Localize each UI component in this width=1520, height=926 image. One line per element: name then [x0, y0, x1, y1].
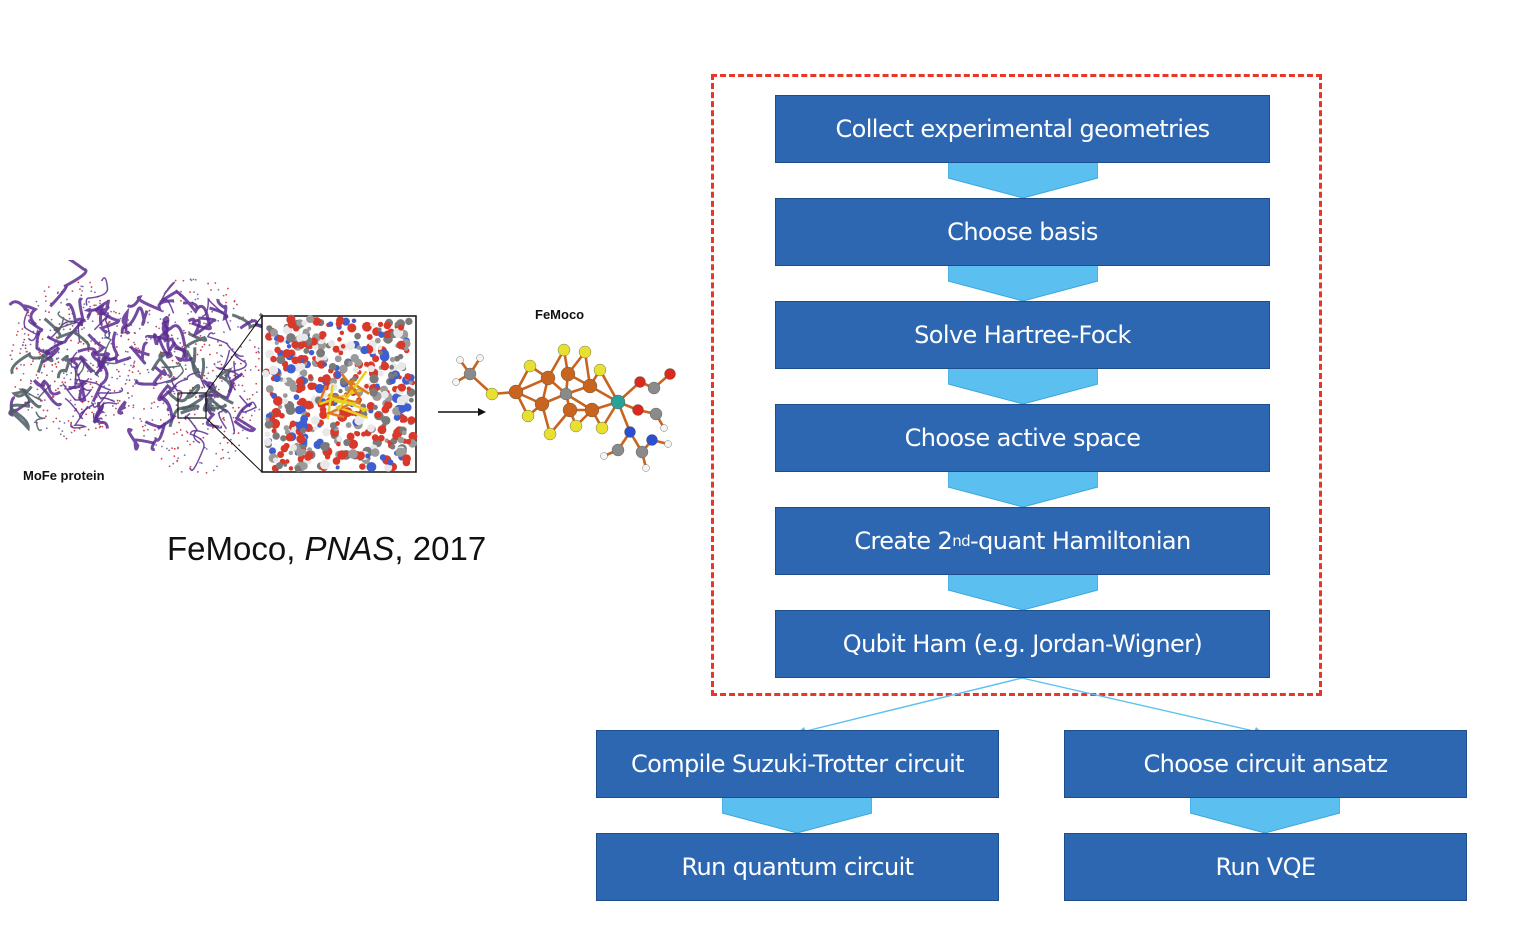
citation-caption: FeMoco, PNAS, 2017	[167, 530, 486, 568]
caption-prefix: FeMoco,	[167, 530, 305, 567]
step-choose-active-space: Choose active space	[775, 404, 1270, 472]
femoco-molecule-illustration	[452, 343, 676, 472]
step-choose-basis: Choose basis	[775, 198, 1270, 266]
protein-label: MoFe protein	[23, 468, 105, 483]
step-choose-circuit-ansatz: Choose circuit ansatz	[1064, 730, 1467, 798]
chevron-down-icon	[948, 574, 1098, 610]
step-create-hamiltonian-suffix: -quant Hamiltonian	[970, 527, 1191, 555]
caption-suffix: , 2017	[394, 530, 487, 567]
step-run-vqe: Run VQE	[1064, 833, 1467, 901]
chevron-down-icon	[948, 162, 1098, 198]
mofe-protein-illustration	[8, 260, 418, 474]
step-create-hamiltonian-sup: nd	[952, 532, 971, 550]
branch-connectors	[796, 677, 1264, 734]
chevron-down-icon	[948, 368, 1098, 404]
step-create-hamiltonian-prefix: Create 2	[854, 527, 953, 555]
chevron-down-icon	[948, 471, 1098, 507]
dashed-frame	[711, 74, 1322, 696]
caption-journal: PNAS	[304, 530, 395, 567]
step-collect-geometries: Collect experimental geometries	[775, 95, 1270, 163]
femoco-label: FeMoco	[535, 307, 585, 322]
chevron-down-icon	[948, 265, 1098, 301]
step-qubit-hamiltonian: Qubit Ham (e.g. Jordan-Wigner)	[775, 610, 1270, 678]
arrow-to-femoco-icon	[438, 408, 486, 416]
step-run-quantum-circuit: Run quantum circuit	[596, 833, 999, 901]
step-solve-hartree-fock: Solve Hartree-Fock	[775, 301, 1270, 369]
chevron-down-icon	[722, 797, 872, 833]
step-compile-suzuki-trotter: Compile Suzuki-Trotter circuit	[596, 730, 999, 798]
chevron-down-icon	[1190, 797, 1340, 833]
